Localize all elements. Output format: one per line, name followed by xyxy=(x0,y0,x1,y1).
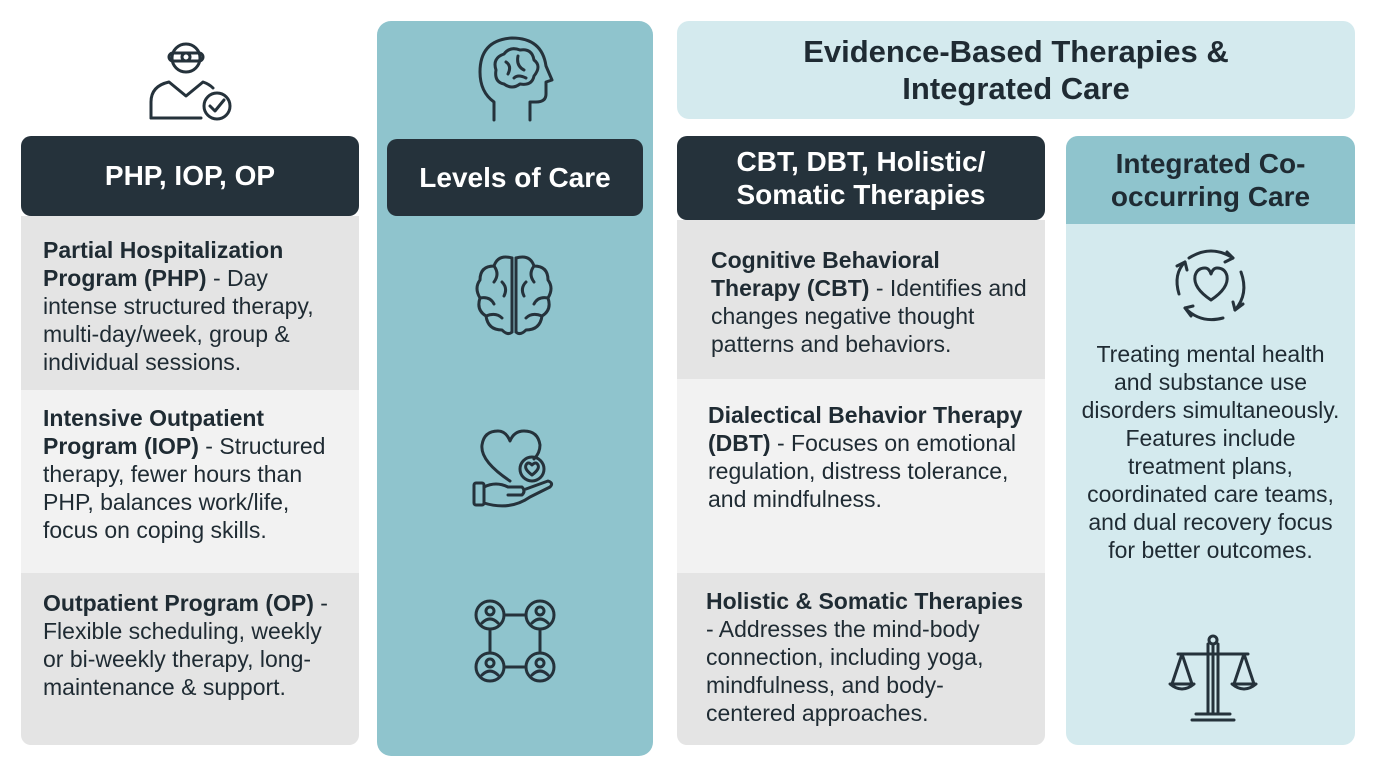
dbt-text: - Focuses on emotional regulation, distr… xyxy=(708,430,1017,512)
doctor-check-icon xyxy=(145,36,235,126)
therapy-card-holistic: Holistic & Somatic Therapies- Addresses … xyxy=(677,573,1045,745)
head-brain-icon xyxy=(474,32,556,124)
heart-hand-icon xyxy=(470,425,556,515)
holistic-title: Holistic & Somatic Therapies xyxy=(706,588,1023,614)
left-card-op: Outpatient Program (OP) - Flexible sched… xyxy=(21,573,359,745)
php-title: Partial Hospitalization Program (PHP) xyxy=(43,237,284,291)
iop-text: - Structured therapy, fewer hours than P… xyxy=(43,433,326,543)
php-text: - Day intense structured therapy, multi-… xyxy=(43,265,314,375)
brain-icon xyxy=(472,252,556,338)
op-title: Outpatient Program (OP) xyxy=(43,590,314,616)
php-description: Partial Hospitalization Program (PHP) - … xyxy=(43,236,343,376)
holistic-text: - Addresses the mind-body connection, in… xyxy=(706,616,984,726)
op-text: - Flexible scheduling, weekly or bi-week… xyxy=(43,590,328,700)
balance-scale-icon xyxy=(1168,632,1258,724)
right-section-title-box: Evidence-Based Therapies & Integrated Ca… xyxy=(677,21,1355,119)
integrated-description: Treating mental health and substance use… xyxy=(1081,341,1340,563)
right-section-title: Evidence-Based Therapies & Integrated Ca… xyxy=(803,34,1229,106)
integrated-header: Integrated Co-occurring Care xyxy=(1066,136,1355,224)
op-description: Outpatient Program (OP) - Flexible sched… xyxy=(43,589,343,701)
center-column-header: Levels of Care xyxy=(387,139,643,216)
iop-description: Intensive Outpatient Program (IOP) - Str… xyxy=(43,404,343,544)
holistic-description: Holistic & Somatic Therapies- Addresses … xyxy=(706,587,1031,727)
cbt-description: Cognitive Behavioral Therapy (CBT) - Ide… xyxy=(711,246,1031,358)
therapy-card-dbt: Dialectical Behavior Therapy (DBT) - Foc… xyxy=(677,379,1045,573)
left-card-php: Partial Hospitalization Program (PHP) - … xyxy=(21,216,359,390)
group-network-icon xyxy=(472,597,558,685)
iop-title: Intensive Outpatient Program (IOP) xyxy=(43,405,265,459)
dbt-title: Dialectical Behavior Therapy (DBT) xyxy=(708,402,1023,456)
therapy-card-cbt: Cognitive Behavioral Therapy (CBT) - Ide… xyxy=(677,220,1045,379)
cbt-text: - Identifies and changes negative though… xyxy=(711,275,1027,357)
therapies-header: CBT, DBT, Holistic/ Somatic Therapies xyxy=(677,136,1045,220)
left-column-header: PHP, IOP, OP xyxy=(21,136,359,216)
cbt-title: Cognitive Behavioral Therapy (CBT) xyxy=(711,247,940,301)
dbt-description: Dialectical Behavior Therapy (DBT) - Foc… xyxy=(708,401,1031,513)
left-card-iop: Intensive Outpatient Program (IOP) - Str… xyxy=(21,390,359,573)
heart-cycle-icon xyxy=(1171,244,1251,324)
